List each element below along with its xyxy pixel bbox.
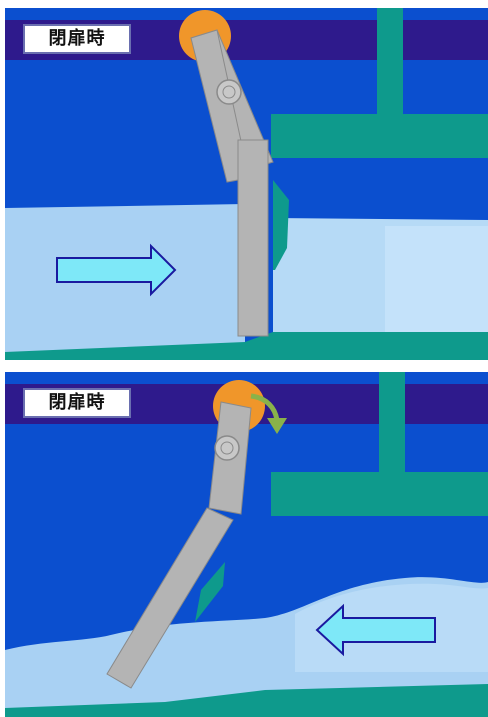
gate-seal (195, 562, 225, 622)
gate-leaf (237, 139, 269, 337)
state-label: 閉扉時 (23, 388, 131, 418)
channel-bed (5, 684, 488, 717)
gate-diagram-svg-top (5, 8, 488, 360)
rotation-arrow-icon (250, 393, 280, 421)
support-post (379, 372, 405, 482)
diagram-panel-opening: 閉扉時 (5, 372, 488, 717)
diagram-panel-closed: 閉扉時 (5, 8, 488, 360)
water-highlight (385, 226, 488, 338)
channel-bed (5, 332, 488, 360)
horizontal-support (271, 114, 488, 158)
gate-leaf (106, 507, 234, 689)
pivot-icon (216, 79, 242, 105)
pivot-icon (214, 435, 240, 461)
flow-left-arrow-icon (315, 603, 436, 657)
horizontal-support (271, 472, 488, 516)
gate-diagram-svg-bottom (5, 372, 488, 717)
gate-seal (273, 180, 289, 270)
state-label: 閉扉時 (23, 24, 131, 54)
rotation-arrowhead (267, 418, 287, 434)
support-post (377, 8, 403, 120)
flow-right-arrow-icon (56, 243, 177, 297)
